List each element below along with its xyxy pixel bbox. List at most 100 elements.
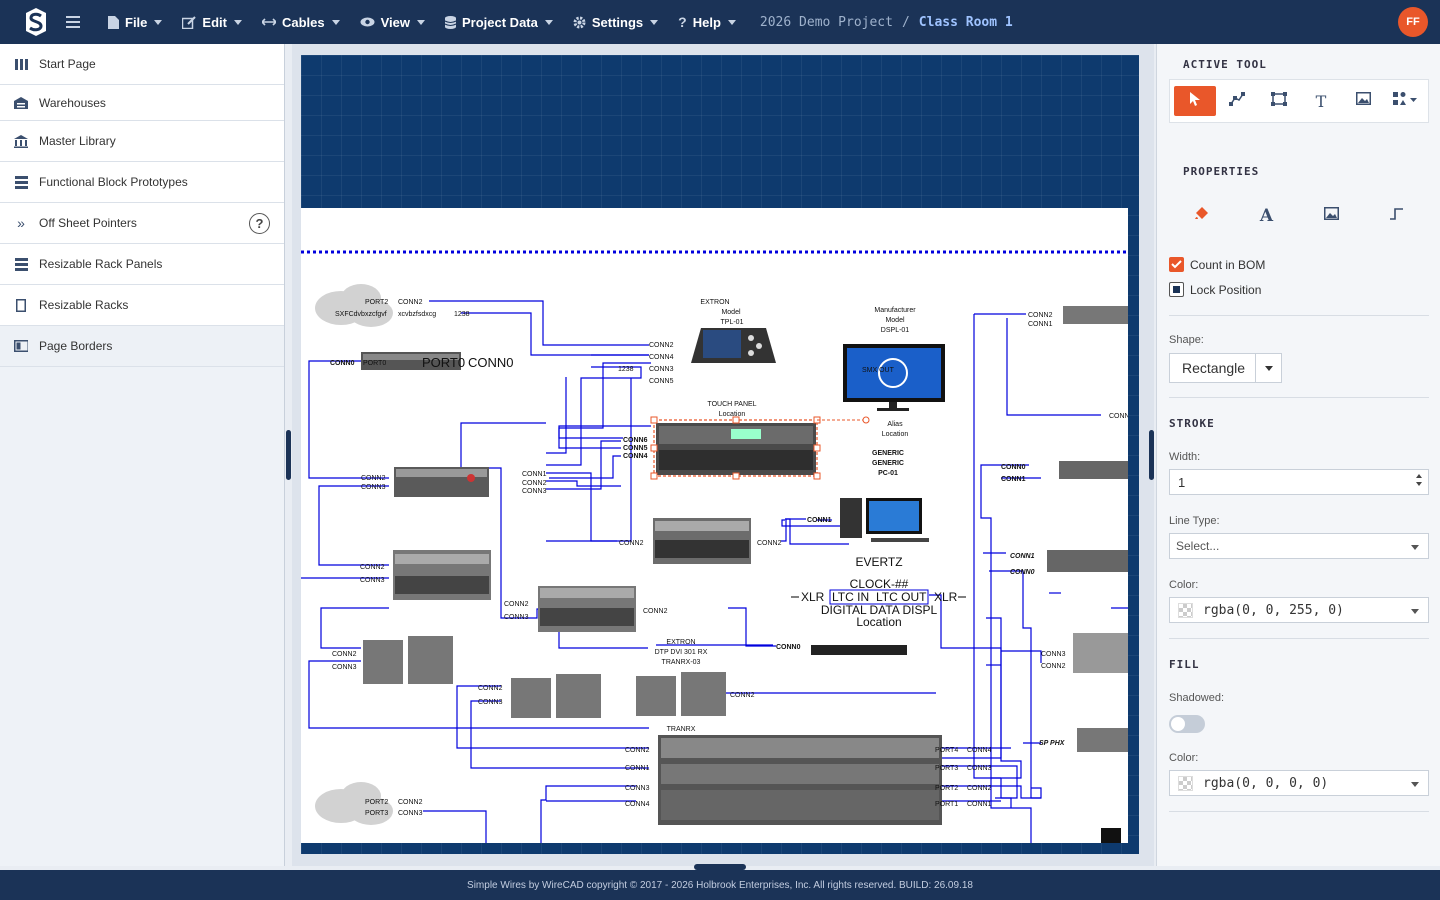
shape-select[interactable]: Rectangle [1169,353,1282,383]
cloud-shape-2[interactable] [315,782,393,825]
label-alias: Alias [887,421,903,428]
sidebar-item-off-sheet-pointers[interactable]: » Off Sheet Pointers ? [0,203,284,244]
drawing-canvas[interactable]: PORT2 CONN2 SXFCdvbxzcfgvf xcvbzfsdxcg 1… [301,55,1139,854]
menu-help[interactable]: ? Help [668,0,746,44]
fill-color-select[interactable]: rgba(0, 0, 0, 0) [1169,770,1429,796]
label-ltc-in: LTC IN [832,590,869,604]
sidebar-item-page-borders[interactable]: Page Borders [0,326,284,367]
transform-tool-button[interactable] [1258,86,1300,116]
breadcrumb-separator: / [901,14,910,30]
label-conn3-c: CONN3 [361,484,386,491]
font-icon: A [1259,206,1274,226]
library-icon [14,134,28,148]
chevron-down-icon [331,19,340,25]
label-conn2-g: CONN2 [360,564,385,571]
menu-file-label: File [125,14,148,30]
chevron-down-icon [727,19,736,25]
fill-color-label: Color: [1169,752,1199,764]
stroke-color-select[interactable]: rgba(0, 0, 255, 0) [1169,597,1429,623]
clock-device[interactable] [791,589,966,605]
label-conn2-k: CONN2 [478,685,503,692]
warehouse-icon [14,96,28,110]
image-tool-button[interactable] [1342,86,1384,116]
node-path-tool-button[interactable] [1216,86,1258,116]
menu-project-data[interactable]: Project Data [435,0,563,44]
label-conn3-o: CONN3 [398,810,423,817]
device-rack-units[interactable] [361,306,1128,843]
pc-device[interactable] [840,498,929,542]
label-ltc-out: LTC OUT [876,590,927,604]
cloud-shape-1[interactable] [315,284,393,327]
display-monitor-device[interactable] [843,344,945,411]
count-in-bom-label: Count in BOM [1190,257,1266,272]
lock-position-checkbox[interactable]: Lock Position [1169,282,1261,297]
touch-panel-device[interactable] [691,328,776,363]
selected-switcher-device[interactable] [650,416,870,480]
breadcrumb-project[interactable]: 2026 Demo Project [759,14,893,30]
menu-edit[interactable]: Edit [172,0,252,44]
property-tabs: A [1169,202,1429,230]
spinner-arrows-icon[interactable] [1416,474,1422,486]
label-model-2: Model [885,317,905,324]
tab-font[interactable]: A [1234,202,1299,230]
footer: Simple Wires by WireCAD copyright © 2017… [0,870,1440,900]
shapes-tool-button[interactable] [1384,86,1426,116]
clock-labels: EVERTZ CLOCK-## XLR LTC IN LTC OUT XLR D… [801,555,958,629]
stroke-width-input[interactable]: 1 [1169,469,1429,495]
library-sidebar: Start Page Warehouses Master Library Fun… [0,44,285,866]
label-conn0: CONN0 [330,360,355,367]
shadowed-label: Shadowed: [1169,692,1225,704]
line-type-select[interactable]: Select... [1169,533,1429,559]
text-tool-icon: T [1315,91,1327,111]
sidebar-item-resizable-rack-panels[interactable]: Resizable Rack Panels [0,244,284,285]
divider [1169,315,1429,316]
label-touch-panel: TOUCH PANEL [707,401,756,408]
drawing-sheet[interactable]: PORT2 CONN2 SXFCdvbxzcfgvf xcvbzfsdxcg 1… [301,208,1128,843]
menu-view[interactable]: View [350,0,435,44]
label-port2: PORT2 [365,299,388,306]
label-conn3-k: CONN3 [478,699,503,706]
panel-resize-handle[interactable] [1149,430,1154,480]
help-circle-icon[interactable]: ? [249,213,270,234]
label-cloud-text: SXFCdvbxzcfgvf [335,311,387,318]
tab-fill[interactable] [1169,202,1234,230]
rack-icon [14,298,28,312]
label-conn1-c: CONN1 [625,765,650,772]
hamburger-menu-icon[interactable] [66,13,80,31]
file-icon [108,15,119,29]
label-conn3-j: CONN3 [332,664,357,671]
tab-image[interactable] [1299,202,1364,230]
tab-line-style[interactable] [1364,202,1429,230]
sidebar-item-master-library[interactable]: Master Library [0,121,284,162]
wire-group [301,300,1128,843]
sidebar-item-resizable-racks[interactable]: Resizable Racks [0,285,284,326]
sidebar-resize-handle[interactable] [286,430,291,480]
label-digital: DIGITAL DATA DISPL [821,603,938,617]
sidebar-item-label: Resizable Rack Panels [39,257,163,271]
avatar[interactable]: FF [1398,7,1428,37]
divider [1169,397,1429,398]
label-manufacturer: Manufacturer [874,307,916,314]
label-conn4-m: CONN4 [625,801,650,808]
sidebar-item-start-page[interactable]: Start Page [0,44,284,85]
sidebar-item-label: Resizable Racks [39,298,129,312]
text-tool-button[interactable]: T [1300,86,1342,116]
wiring-diagram[interactable]: PORT2 CONN2 SXFCdvbxzcfgvf xcvbzfsdxcg 1… [301,208,1128,843]
sidebar-item-warehouses[interactable]: Warehouses [0,85,284,121]
sidebar-item-label: Start Page [39,57,96,71]
count-in-bom-checkbox[interactable]: Count in BOM [1169,257,1265,272]
chevron-down-icon [233,19,242,25]
cursor-tool-button[interactable] [1174,86,1216,116]
stroke-width-value: 1 [1178,474,1186,490]
chevron-down-icon[interactable] [1255,354,1281,382]
paint-bucket-icon [1194,206,1209,226]
sidebar-item-functional-block-prototypes[interactable]: Functional Block Prototypes [0,162,284,203]
menu-settings[interactable]: Settings [563,0,668,44]
drawing-area: PORT2 CONN2 SXFCdvbxzcfgvf xcvbzfsdxcg 1… [292,44,1154,866]
wirecad-logo-icon[interactable] [18,4,54,40]
shadowed-toggle[interactable] [1169,715,1205,733]
menu-file[interactable]: File [98,0,172,44]
bottom-resize-handle[interactable] [694,864,746,870]
label-port3: PORT3 [935,765,958,772]
menu-cables[interactable]: Cables [252,0,350,44]
